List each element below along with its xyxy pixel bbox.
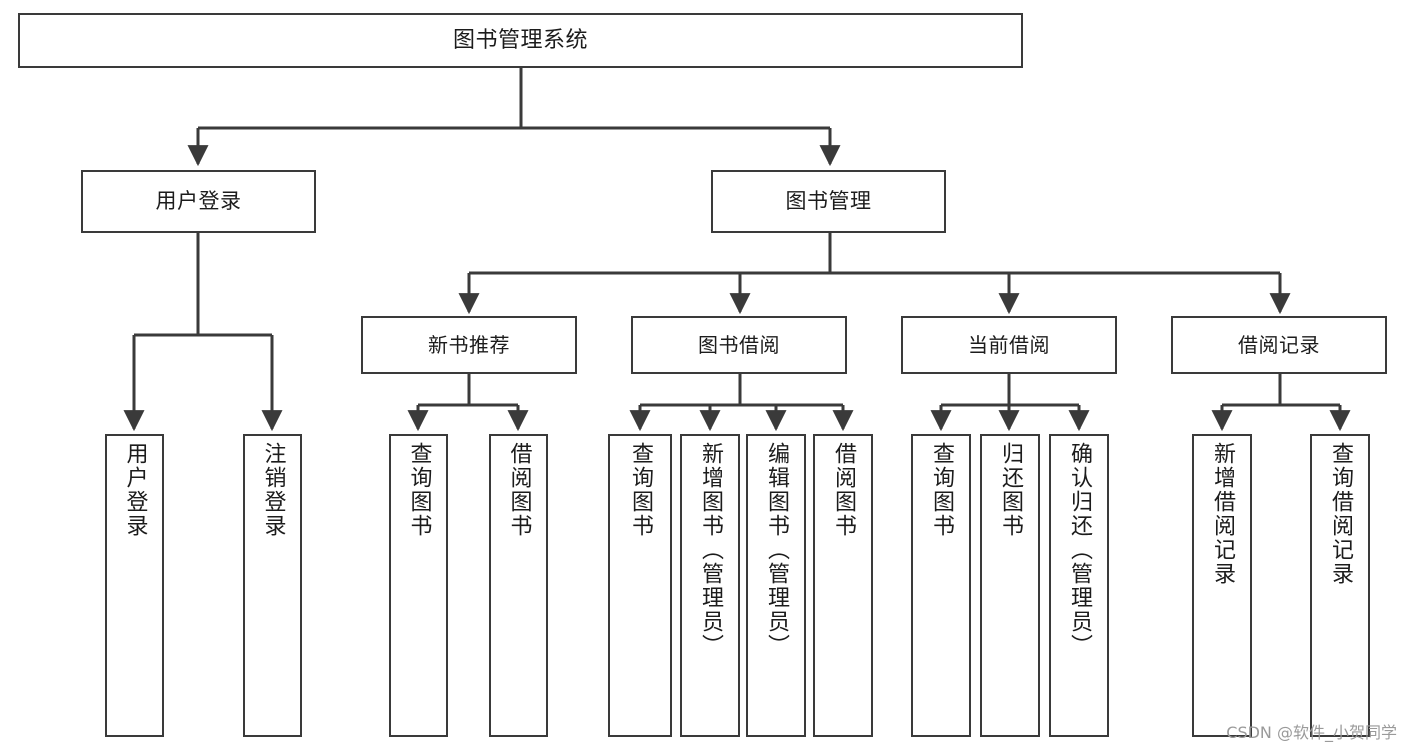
leaf-add-book-admin[interactable]: 新增图书（管理员） bbox=[680, 434, 740, 737]
node-new-book-recommend[interactable]: 新书推荐 bbox=[361, 316, 577, 374]
node-label: 图书管理系统 bbox=[452, 27, 588, 53]
node-label: 借阅记录 bbox=[1238, 332, 1320, 357]
leaf-edit-book-admin[interactable]: 编辑图书（管理员） bbox=[746, 434, 806, 737]
node-label: 借阅图书 bbox=[830, 442, 856, 538]
node-label: 确认归还（管理员） bbox=[1066, 442, 1092, 658]
leaf-logout[interactable]: 注销登录 bbox=[243, 434, 302, 737]
leaf-query-book-borrow[interactable]: 查询图书 bbox=[608, 434, 672, 737]
node-root-system[interactable]: 图书管理系统 bbox=[18, 13, 1023, 68]
node-label: 当前借阅 bbox=[968, 332, 1050, 357]
node-book-management[interactable]: 图书管理 bbox=[711, 170, 946, 233]
node-label: 用户登录 bbox=[155, 189, 242, 214]
leaf-confirm-return-admin[interactable]: 确认归还（管理员） bbox=[1049, 434, 1109, 737]
leaf-query-book-current[interactable]: 查询图书 bbox=[911, 434, 971, 737]
node-label: 编辑图书（管理员） bbox=[763, 442, 789, 658]
node-label: 借阅图书 bbox=[506, 442, 532, 538]
leaf-add-borrow-record[interactable]: 新增借阅记录 bbox=[1192, 434, 1252, 737]
leaf-borrow-book-recommend[interactable]: 借阅图书 bbox=[489, 434, 548, 737]
node-label: 图书借阅 bbox=[698, 332, 780, 357]
leaf-query-borrow-record[interactable]: 查询借阅记录 bbox=[1310, 434, 1370, 737]
leaf-query-book-recommend[interactable]: 查询图书 bbox=[389, 434, 448, 737]
node-label: 查询借阅记录 bbox=[1327, 442, 1353, 586]
leaf-user-login[interactable]: 用户登录 bbox=[105, 434, 164, 737]
node-label: 查询图书 bbox=[928, 442, 954, 538]
node-user-login[interactable]: 用户登录 bbox=[81, 170, 316, 233]
node-label: 图书管理 bbox=[785, 189, 872, 214]
node-current-borrow[interactable]: 当前借阅 bbox=[901, 316, 1117, 374]
node-label: 查询图书 bbox=[627, 442, 653, 538]
node-label: 用户登录 bbox=[122, 442, 148, 538]
csdn-watermark: CSDN @软件_小贺同学 bbox=[1226, 723, 1397, 742]
node-label: 新增借阅记录 bbox=[1209, 442, 1235, 586]
leaf-return-book[interactable]: 归还图书 bbox=[980, 434, 1040, 737]
leaf-borrow-book[interactable]: 借阅图书 bbox=[813, 434, 873, 737]
node-borrow-record[interactable]: 借阅记录 bbox=[1171, 316, 1387, 374]
node-label: 新书推荐 bbox=[428, 332, 510, 357]
node-label: 新增图书（管理员） bbox=[697, 442, 723, 658]
node-label: 注销登录 bbox=[260, 442, 286, 538]
node-book-borrow[interactable]: 图书借阅 bbox=[631, 316, 847, 374]
node-label: 归还图书 bbox=[997, 442, 1023, 538]
node-label: 查询图书 bbox=[406, 442, 432, 538]
